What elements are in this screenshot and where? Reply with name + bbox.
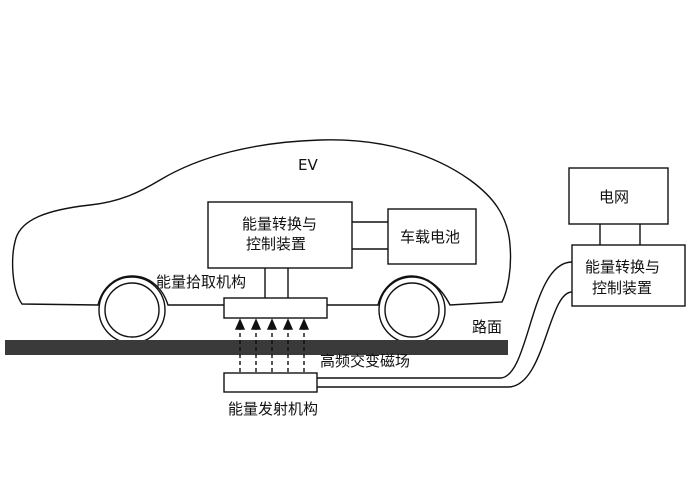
ground-converter-label-1: 能量转换与 bbox=[585, 258, 660, 276]
ground-converter-box bbox=[571, 244, 686, 307]
vehicle-converter-box bbox=[207, 201, 353, 269]
transmitter-box bbox=[223, 372, 318, 393]
grid-label: 电网 bbox=[599, 188, 629, 206]
vehicle-converter-label-2: 控制装置 bbox=[246, 235, 306, 253]
magnetic-field-arrows bbox=[234, 318, 310, 372]
cable-lower bbox=[317, 291, 573, 388]
battery-label: 车载电池 bbox=[400, 228, 460, 246]
ground-converter-label-2: 控制装置 bbox=[592, 279, 652, 297]
cable-upper bbox=[317, 261, 573, 379]
transmitter-label: 能量发射机构 bbox=[228, 400, 318, 418]
ev-label: EV bbox=[298, 156, 318, 174]
grid-box bbox=[568, 167, 669, 225]
road-label: 路面 bbox=[472, 318, 502, 336]
vehicle-converter-label-1: 能量转换与 bbox=[242, 215, 317, 233]
pickup-label: 能量拾取机构 bbox=[156, 273, 246, 291]
battery-box bbox=[387, 208, 477, 265]
pickup-box bbox=[223, 297, 328, 319]
field-label: 高频交变磁场 bbox=[320, 352, 410, 370]
rear-wheel bbox=[378, 276, 446, 344]
